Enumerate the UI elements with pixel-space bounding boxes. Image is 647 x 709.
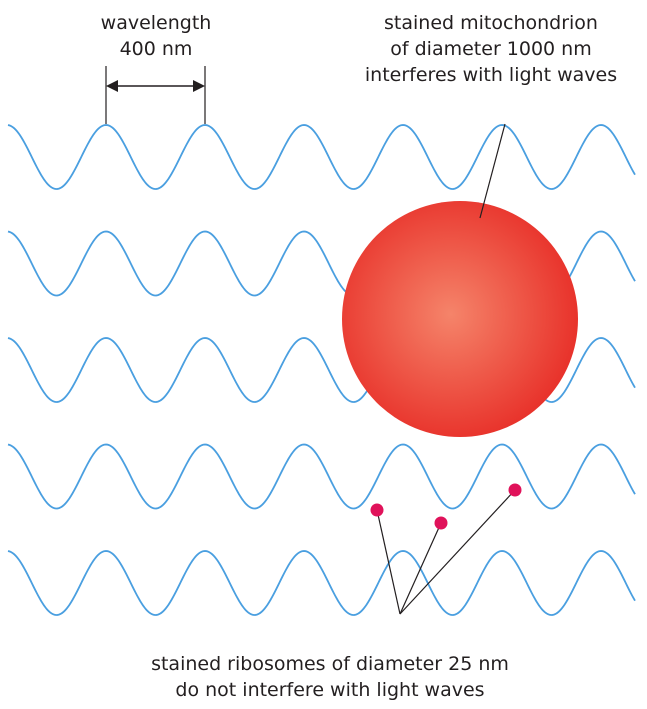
ribosome-label-line-2: do not interfere with light waves [175, 679, 485, 701]
mitochondrion-label-line-2: of diameter 1000 nm [390, 38, 592, 60]
ribosome [434, 516, 448, 530]
wavelength-dimension [105, 66, 206, 124]
wavelength-label: wavelength 400 nm [76, 10, 236, 62]
mitochondrion [342, 201, 578, 437]
ribosome-pointer-line-1 [376, 509, 401, 615]
mitochondrion-pointer-line [479, 123, 506, 219]
ribosome [508, 483, 522, 497]
ribosome-pointer-line-3 [399, 489, 516, 615]
light-wave [7, 443, 636, 510]
ribosome [370, 503, 384, 517]
ribosome-pointer-line-2 [399, 522, 442, 615]
mitochondrion-label: stained mitochondrion of diameter 1000 n… [345, 10, 637, 88]
mitochondrion-label-line-1: stained mitochondrion [384, 12, 598, 34]
light-wave [7, 550, 636, 616]
wavelength-label-line: wavelength [100, 12, 212, 34]
light-wave [7, 124, 636, 190]
wavelength-value-line: 400 nm [119, 38, 193, 60]
ribosome-label-line-1: stained ribosomes of diameter 25 nm [151, 653, 509, 675]
wavelength-arrowhead-left [106, 80, 118, 92]
ribosome-pointer-lines [376, 489, 516, 615]
mitochondrion-label-line-3: interferes with light waves [364, 64, 618, 86]
ribosome-label: stained ribosomes of diameter 25 nm do n… [110, 651, 550, 703]
wavelength-arrowhead-right [193, 80, 205, 92]
ribosomes [370, 483, 522, 530]
